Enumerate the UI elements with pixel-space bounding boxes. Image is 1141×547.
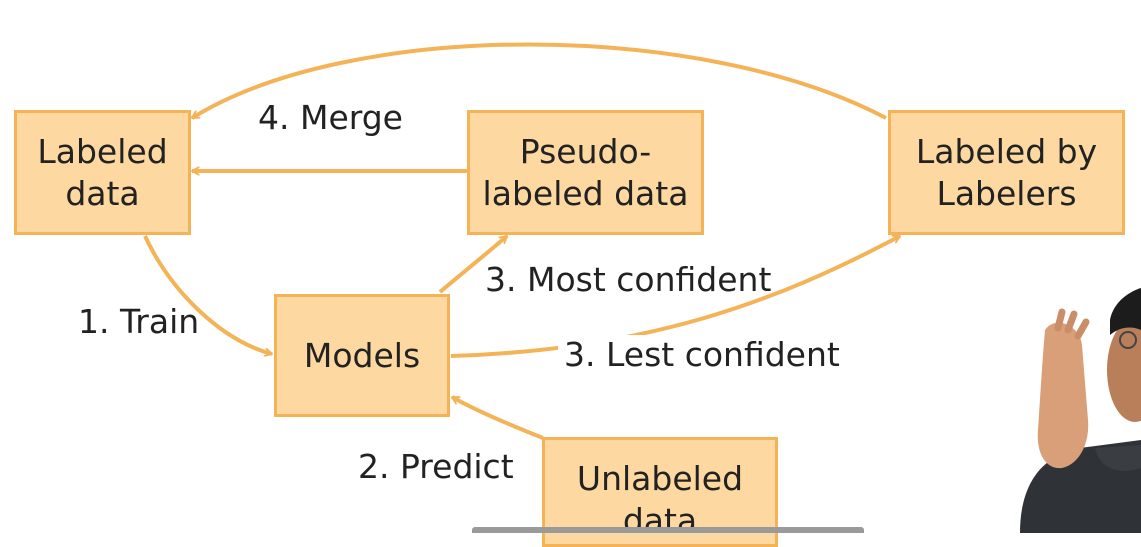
- presenter-video-overlay: [1000, 270, 1141, 533]
- labeled-data-line-1: Labeled: [37, 131, 168, 171]
- lest-confident-label: 3. Lest confident: [558, 335, 846, 375]
- most-confident-label: 3. Most confident: [485, 260, 772, 299]
- models-box: Models: [274, 294, 450, 417]
- labeled-by-labelers-box: Labeled by Labelers: [888, 110, 1125, 235]
- arrows-layer: [143, 42, 901, 440]
- train-arrow: [143, 235, 272, 354]
- predict-label: 2. Predict: [358, 447, 514, 486]
- predict-arrow: [451, 395, 544, 440]
- merge-label: 4. Merge: [258, 98, 403, 137]
- unlabeled-data-line-2: data: [622, 501, 698, 540]
- diagram: Labeled data Pseudo- labeled data Labele…: [14, 42, 1141, 547]
- most-confident-arrow: [438, 234, 509, 294]
- merge-arrow: [190, 42, 887, 120]
- labeled-by-labelers-line-1: Labeled by: [915, 131, 1098, 171]
- video-progress-bar[interactable]: [472, 527, 864, 533]
- pseudo-labeled-line-2: labeled data: [482, 173, 689, 213]
- labeled-data-box: Labeled data: [14, 110, 191, 235]
- pseudo-labeled-line-1: Pseudo-: [519, 131, 652, 171]
- labeled-data-line-2: data: [65, 173, 140, 213]
- labeled-by-labelers-line-2: Labelers: [936, 173, 1077, 213]
- lest-confident-arrow: [450, 234, 901, 358]
- pseudo-labeled-data-box: Pseudo- labeled data: [467, 110, 704, 235]
- unlabeled-data-line-1: Unlabeled: [576, 459, 744, 498]
- models-label: Models: [303, 335, 421, 375]
- train-label: 1. Train: [78, 302, 200, 341]
